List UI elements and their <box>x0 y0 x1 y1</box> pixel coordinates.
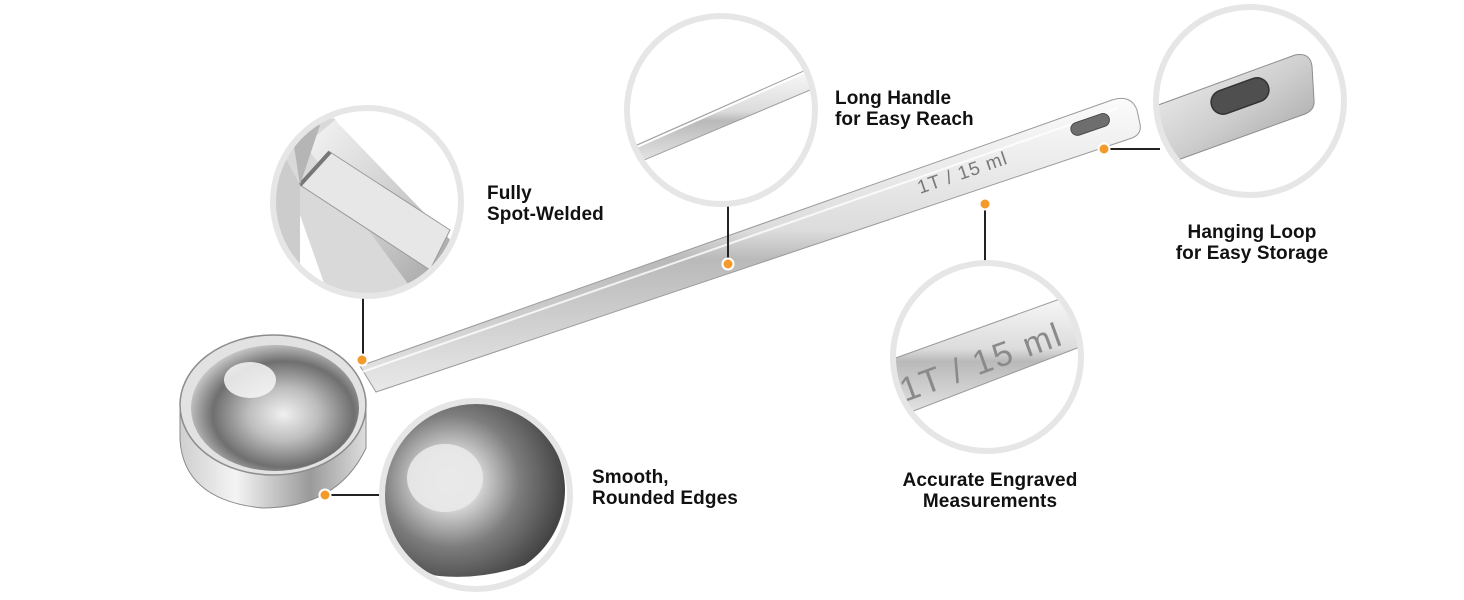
handle-closeup-icon <box>624 13 818 207</box>
marker-dot <box>355 353 369 367</box>
marker-dot <box>978 197 992 211</box>
measuring-spoon: 1T / 15 ml <box>179 97 1141 509</box>
label-rounded-edges: Smooth, Rounded Edges <box>592 467 738 509</box>
label-hanging-loop: Hanging Loop for Easy Storage <box>1175 222 1329 264</box>
spoon-bowl <box>179 334 367 509</box>
spoon-handle <box>359 97 1141 393</box>
label-spot-welded: Fully Spot-Welded <box>487 183 604 225</box>
callout-markers <box>318 142 1111 502</box>
label-long-handle: Long Handle for Easy Reach <box>835 88 974 130</box>
hanging-slot <box>1070 113 1110 136</box>
callout-lines <box>327 148 1160 496</box>
marker-dot <box>721 257 735 271</box>
marker-dot <box>318 488 332 502</box>
hanging-loop-closeup-icon <box>1153 4 1347 198</box>
engraving-closeup-icon: 1T / 15 ml <box>890 260 1084 454</box>
label-engraved-measurements: Accurate Engraved Measurements <box>902 470 1078 512</box>
bowl-edge-closeup-icon <box>379 398 573 592</box>
weld-joint-closeup-icon <box>270 105 464 299</box>
marker-dot <box>1097 142 1111 156</box>
